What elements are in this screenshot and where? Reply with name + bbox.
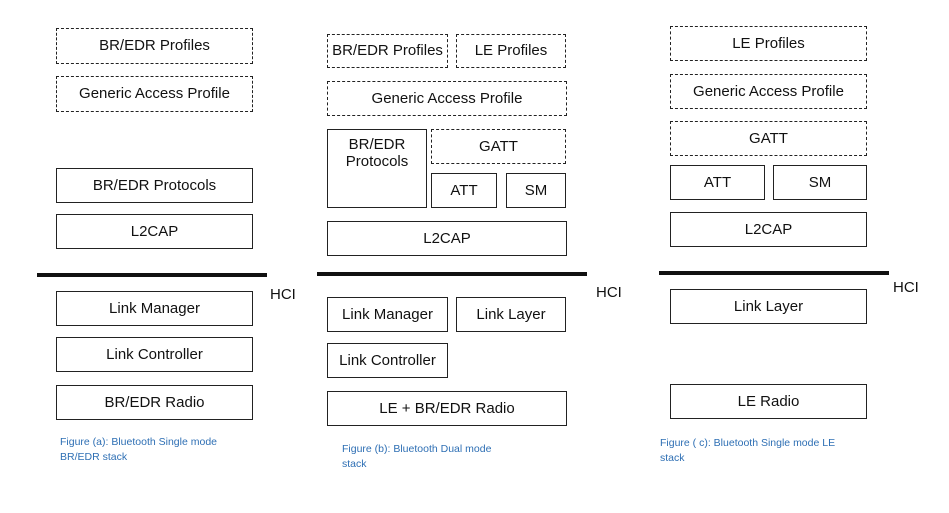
c-hci-divider <box>659 271 889 275</box>
b-br-edr-profiles-label: BR/EDR Profiles <box>332 42 443 60</box>
c-att-label: ATT <box>703 173 732 191</box>
b-caption-line1: Figure (b): Bluetooth Dual mode <box>342 443 492 455</box>
b-generic-access-profile-box: Generic Access Profile <box>327 81 567 116</box>
a-l2cap-box: L2CAP <box>56 214 253 249</box>
c-hci-label: HCI <box>893 279 919 296</box>
c-link-layer-label: Link Layer <box>733 297 804 315</box>
c-radio-box: LE Radio <box>670 384 867 419</box>
a-link-controller-label: Link Controller <box>106 345 203 363</box>
b-br-edr-protocols-label-line1: BR/EDR <box>348 136 406 153</box>
a-br-edr-protocols-box: BR/EDR Protocols <box>56 168 253 203</box>
b-le-profiles-box: LE Profiles <box>456 34 566 68</box>
b-link-layer-box: Link Layer <box>456 297 566 332</box>
a-generic-access-profile-box: Generic Access Profile <box>56 76 253 112</box>
b-l2cap-box: L2CAP <box>327 221 567 256</box>
b-link-layer-label: Link Layer <box>476 305 546 323</box>
c-generic-access-profile-box: Generic Access Profile <box>670 74 867 109</box>
b-l2cap-label: L2CAP <box>423 229 471 247</box>
b-gatt-box: GATT <box>431 129 566 164</box>
c-sm-box: SM <box>773 165 867 200</box>
a-br-edr-protocols-label: BR/EDR Protocols <box>92 176 217 194</box>
a-radio-label: BR/EDR Radio <box>104 393 205 411</box>
c-gatt-label: GATT <box>749 129 788 147</box>
c-sm-label: SM <box>808 173 832 191</box>
c-generic-access-profile-label: Generic Access Profile <box>693 82 844 100</box>
c-le-profiles-box: LE Profiles <box>670 26 867 61</box>
a-l2cap-label: L2CAP <box>130 222 179 240</box>
a-link-controller-box: Link Controller <box>56 337 253 372</box>
b-radio-label: LE + BR/EDR Radio <box>379 399 515 417</box>
b-hci-label: HCI <box>596 284 622 301</box>
c-le-profiles-label: LE Profiles <box>732 34 805 52</box>
c-l2cap-box: L2CAP <box>670 212 867 247</box>
b-link-controller-box: Link Controller <box>327 343 448 378</box>
a-radio-box: BR/EDR Radio <box>56 385 253 420</box>
b-br-edr-protocols-label-line2: Protocols <box>345 153 409 171</box>
b-att-box: ATT <box>431 173 497 208</box>
a-generic-access-profile-label: Generic Access Profile <box>79 85 230 103</box>
a-caption: Figure (a): Bluetooth Single mode BR/EDR… <box>60 435 217 465</box>
c-caption-line2: stack <box>660 452 685 465</box>
b-le-profiles-label: LE Profiles <box>474 42 548 60</box>
b-br-edr-profiles-box: BR/EDR Profiles <box>327 34 448 68</box>
b-caption-line2: stack <box>342 458 367 471</box>
c-radio-label: LE Radio <box>737 392 800 410</box>
b-sm-box: SM <box>506 173 566 208</box>
a-hci-divider <box>37 273 267 277</box>
b-link-manager-label: Link Manager <box>342 305 433 323</box>
b-gatt-label: GATT <box>479 137 518 155</box>
b-sm-label: SM <box>524 181 548 199</box>
c-link-layer-box: Link Layer <box>670 289 867 324</box>
b-link-controller-label: Link Controller <box>339 351 436 369</box>
b-link-manager-box: Link Manager <box>327 297 448 332</box>
c-caption: Figure ( c): Bluetooth Single mode LE st… <box>660 436 835 466</box>
b-caption: Figure (b): Bluetooth Dual mode stack <box>342 442 491 472</box>
a-link-manager-box: Link Manager <box>56 291 253 326</box>
c-caption-line1: Figure ( c): Bluetooth Single mode LE <box>660 437 836 449</box>
b-radio-box: LE + BR/EDR Radio <box>327 391 567 426</box>
b-br-edr-protocols-box: BR/EDR Protocols <box>327 129 427 208</box>
a-br-edr-profiles-label: BR/EDR Profiles <box>99 37 210 55</box>
a-caption-line2: BR/EDR stack <box>60 451 128 464</box>
c-l2cap-label: L2CAP <box>744 220 793 238</box>
a-br-edr-profiles-box: BR/EDR Profiles <box>56 28 253 64</box>
a-caption-line1: Figure (a): Bluetooth Single mode <box>60 436 218 448</box>
a-link-manager-label: Link Manager <box>109 299 200 317</box>
b-hci-divider <box>317 272 587 276</box>
c-gatt-box: GATT <box>670 121 867 156</box>
a-hci-label: HCI <box>270 286 296 303</box>
b-generic-access-profile-label: Generic Access Profile <box>371 89 523 107</box>
c-att-box: ATT <box>670 165 765 200</box>
b-att-label: ATT <box>450 181 478 199</box>
